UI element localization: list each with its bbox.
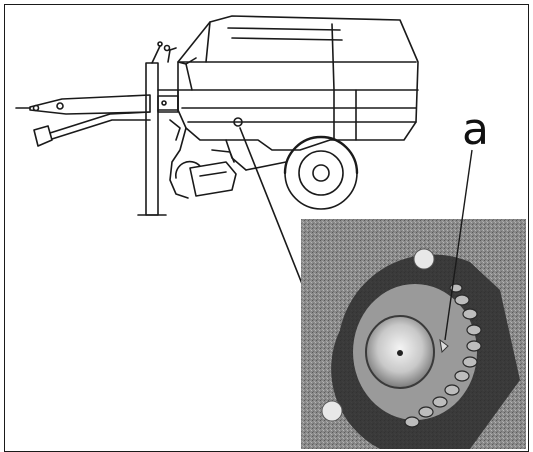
bolt-bottom [321,400,343,422]
bale-chamber [177,15,419,151]
pickup-assembly [169,117,287,199]
front-stand [137,41,177,216]
callout-label-a: a [462,104,489,155]
chain [404,283,482,428]
wheel [283,135,359,210]
bolt-top [413,248,435,270]
baler-drawing [15,15,419,325]
hitch-drawbar [15,94,151,147]
inset-photo [301,219,526,449]
front-frame [157,89,181,141]
leader-line-a [444,149,473,341]
